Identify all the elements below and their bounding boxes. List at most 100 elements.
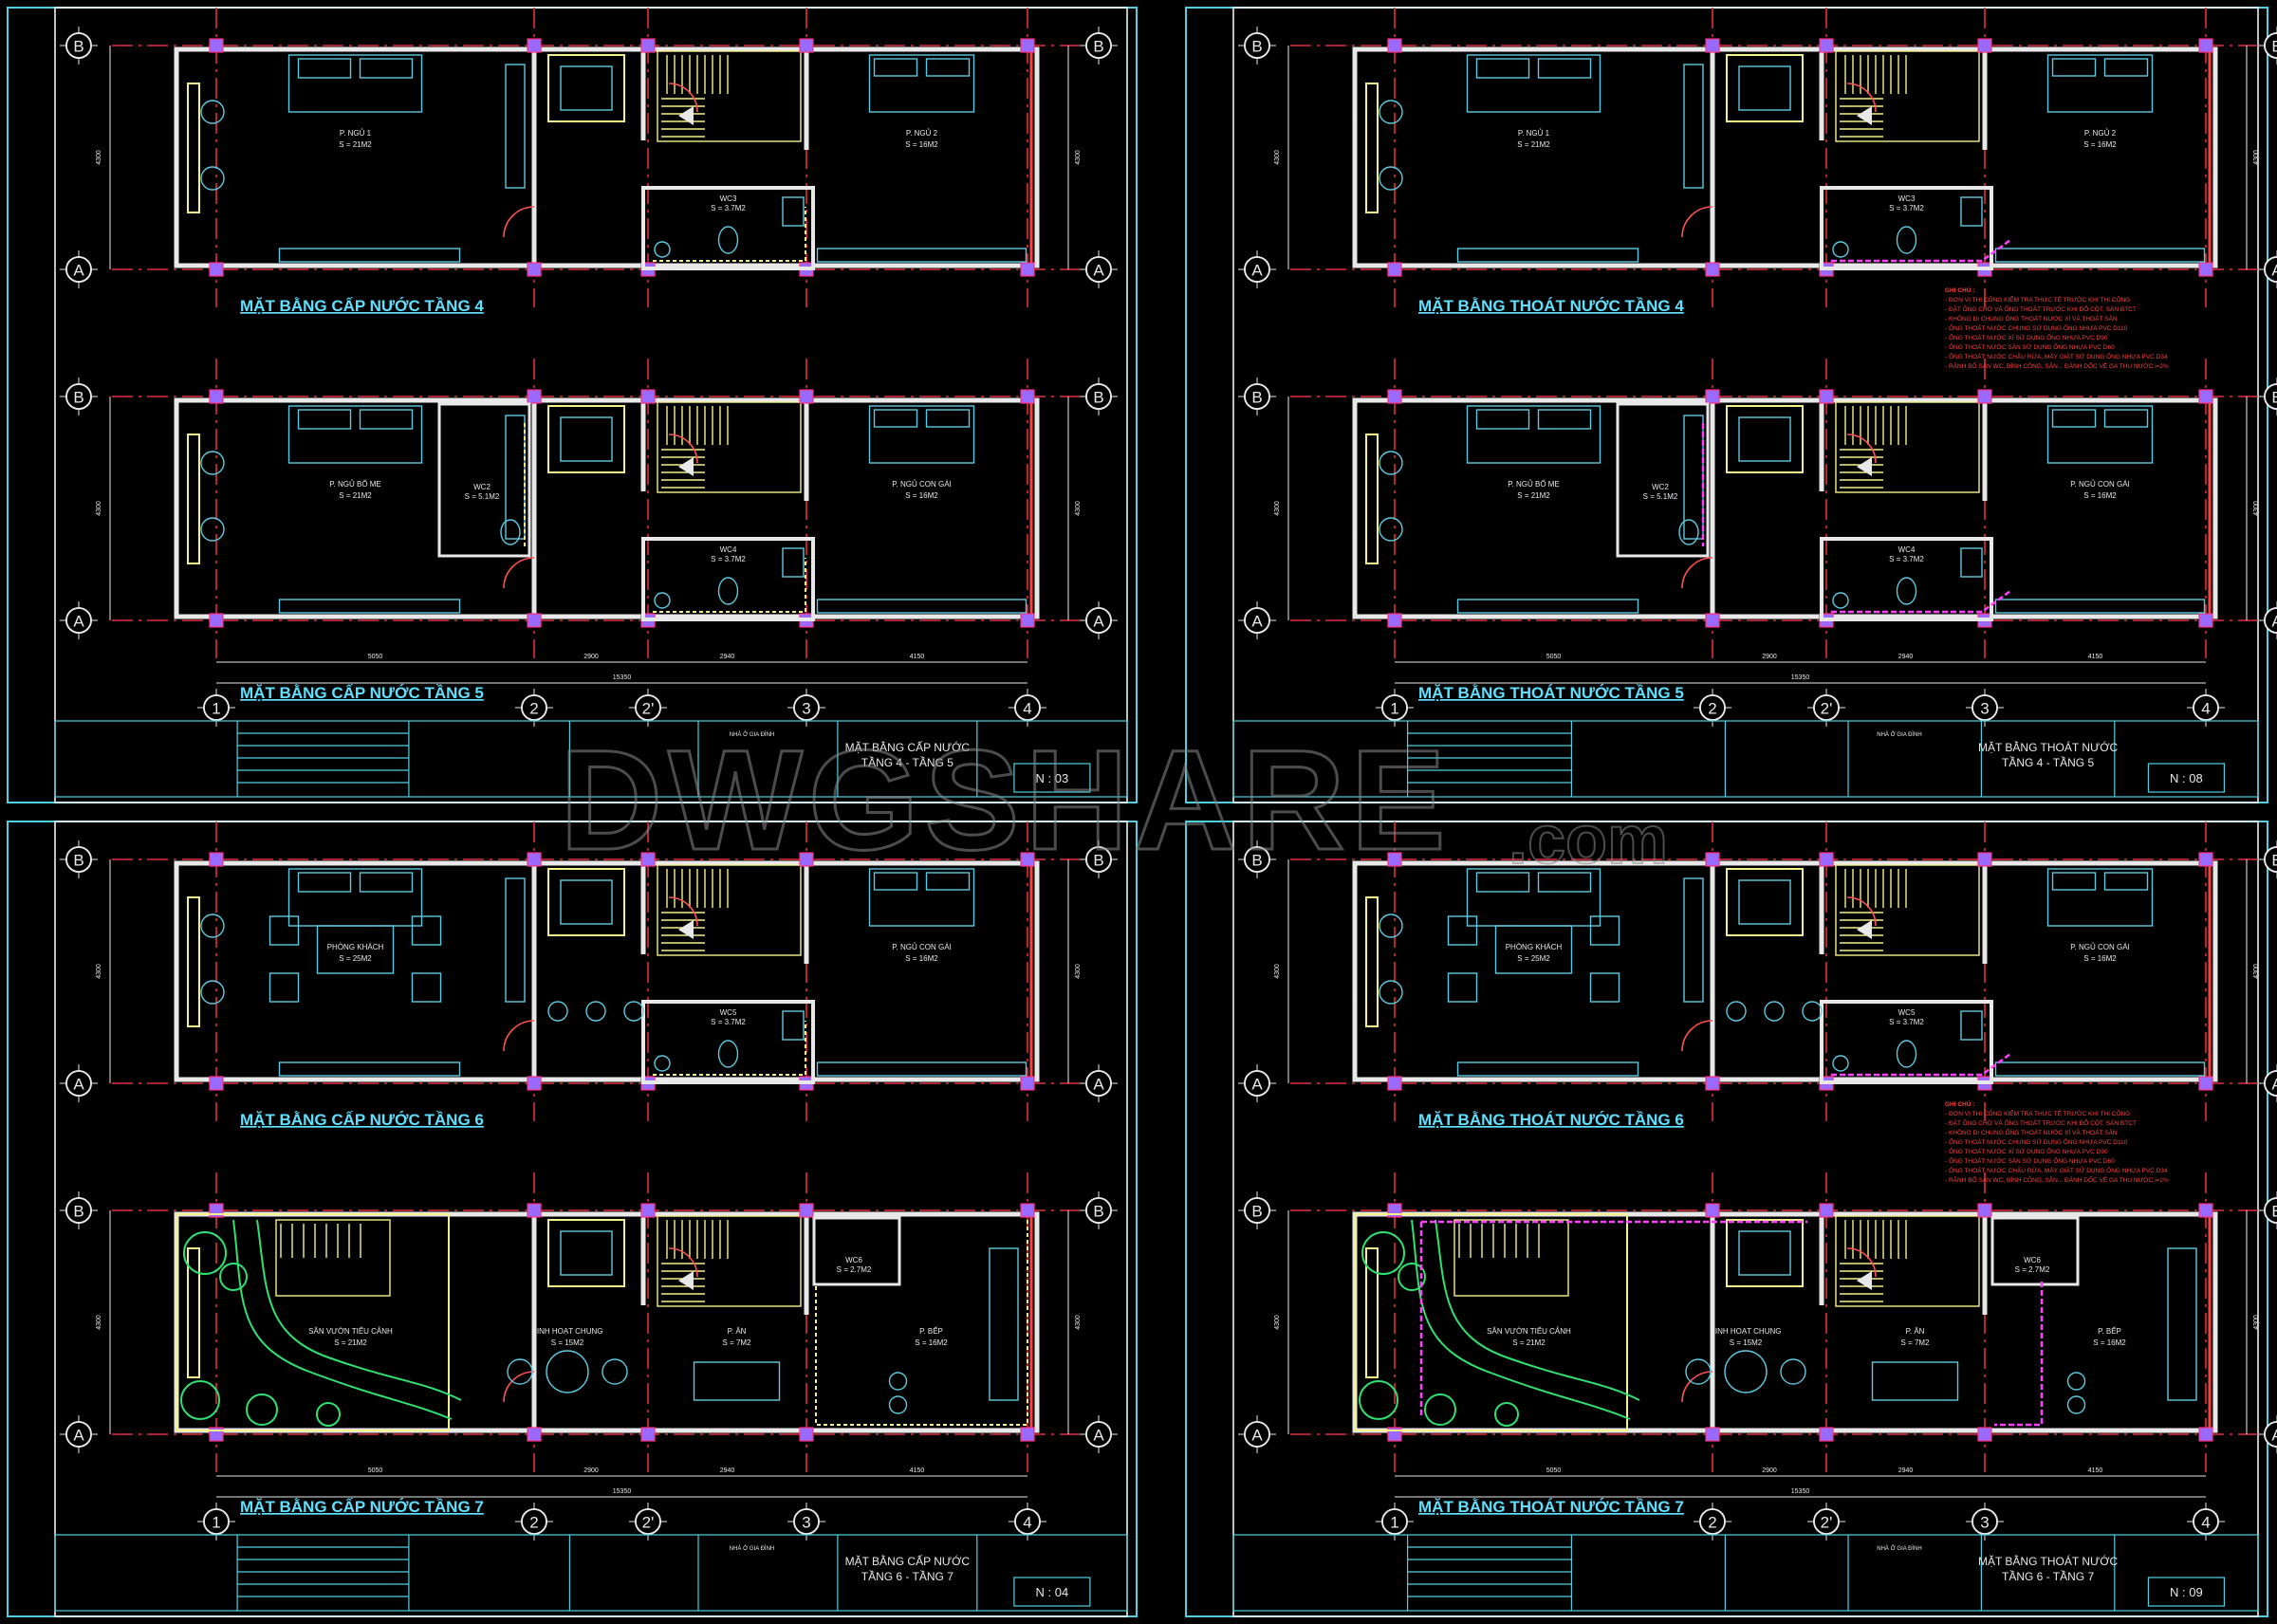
garden-stair	[1453, 1219, 1569, 1297]
column-marker	[1020, 1203, 1035, 1218]
chair	[200, 100, 225, 124]
plan-title-upper: MẶT BẰNG CẤP NƯỚC TẦNG 6	[240, 1111, 484, 1129]
wc-name: WC3	[720, 194, 737, 203]
floor-drain-icon	[654, 592, 671, 609]
round-seat	[602, 1358, 628, 1385]
column-marker	[1387, 613, 1402, 628]
room-name: P. NGỦ 1	[1518, 129, 1550, 138]
elevator-cab	[1738, 65, 1791, 111]
grid-bubble-b-right-circle-top	[1085, 846, 1112, 873]
grid-bubble-a-left-circle-top	[65, 1421, 92, 1448]
staircase	[1835, 50, 1980, 142]
cabinet-bottom	[1994, 599, 2206, 614]
column-marker	[1020, 389, 1035, 404]
dim-height-text: 4300	[1274, 1315, 1281, 1330]
watermark-suffix: .com	[1509, 803, 1668, 878]
column-marker	[527, 262, 542, 277]
wc-name: WC5	[1898, 1008, 1916, 1017]
cabinet-bottom	[1456, 248, 1639, 263]
dim-height-text-right: 4300	[2253, 150, 2260, 165]
column-marker	[2198, 262, 2213, 277]
stair-arrow-icon	[678, 106, 694, 125]
drawing-title-line1: MẶT BẰNG THOÁT NƯỚC	[1978, 1554, 2119, 1568]
pillow	[1475, 872, 1530, 893]
wc-walls	[1820, 537, 1993, 621]
bed-furniture	[868, 868, 975, 927]
pillow	[2051, 58, 2097, 77]
dim-height-text: 4300	[96, 501, 102, 516]
grid-bubble-a-right-label: A	[1093, 262, 1104, 280]
shrub-icon	[1494, 1402, 1519, 1427]
wc-area: S = 2.7M2	[837, 1265, 872, 1274]
bed-furniture	[1466, 54, 1601, 113]
pillow	[1475, 58, 1530, 79]
project-name: NHÀ Ở GIA ĐÌNH	[730, 731, 774, 738]
grid-bubble-col-1-circle-top	[203, 1508, 230, 1535]
grid-bubble-col-4-circle-top	[1972, 694, 1998, 721]
door-swing	[1681, 206, 1713, 238]
room-area: S = 7M2	[1900, 1338, 1930, 1347]
grid-bubble-a-right-label: A	[1093, 613, 1104, 631]
wc-name: WC4	[1898, 545, 1916, 554]
wc-walls	[641, 537, 815, 621]
room-name: P. NGỦ CON GÁI	[892, 480, 952, 489]
exterior-wall	[174, 397, 1040, 619]
wc-area: S = 3.7M2	[711, 1018, 746, 1026]
grid-bubble-col-2-label: 2	[1708, 1514, 1716, 1532]
note-line: - ĐƠN VỊ THI CÔNG KIỂM TRA THỰC TẾ TRƯỚC…	[1945, 1108, 2130, 1117]
staircase	[657, 401, 802, 493]
column-marker	[2198, 852, 2213, 867]
pillow	[2103, 58, 2149, 77]
armchair	[1447, 915, 1478, 946]
column-marker	[527, 38, 542, 53]
stove-icon	[888, 1372, 908, 1391]
coffee-table	[1494, 925, 1573, 974]
grid-bubble-col-4-circle-top	[793, 694, 820, 721]
grid-bubble-col-3-circle-top	[635, 694, 661, 721]
room-name: P. BẾP	[919, 1326, 943, 1336]
room-area: S = 21M2	[334, 1338, 367, 1347]
grid-bubble-b-right-circle-top	[1085, 383, 1112, 410]
notes-title: GHI CHÚ :	[1945, 1099, 1974, 1108]
grid-bubble-col-2-circle-top	[521, 1508, 547, 1535]
grid-bubble-b-left-label: B	[1251, 389, 1262, 407]
supply-pipe	[653, 207, 806, 262]
drawing-title-line2: TẦNG 4 - TẦNG 5	[861, 755, 953, 769]
grid-bubble-col-2-circle-top	[1699, 1508, 1726, 1535]
note-line: - RÃNH BỐ SÀN WC, BÌNH CÔNG, SÂN... ĐÁNH…	[1945, 360, 2169, 370]
dim-text: 2940	[720, 654, 735, 660]
column-marker	[527, 852, 542, 867]
note-line: - ỐNG THOÁT NƯỚC SÀN SỬ DỤNG ỐNG NHỰA PV…	[1945, 1155, 2115, 1165]
stair-arrow-icon	[678, 920, 694, 939]
wc-area: S = 5.1M2	[1643, 492, 1678, 501]
dim-text: 2900	[583, 1467, 599, 1474]
room-area: S = 21M2	[1517, 491, 1550, 500]
bar-stool	[1802, 1001, 1823, 1022]
window-left	[187, 896, 200, 1027]
door-swing	[1681, 1020, 1713, 1052]
room-area: S = 16M2	[2083, 491, 2117, 500]
cabinet-bottom	[278, 599, 461, 614]
grid-bubble-col-3-label: 2'	[1821, 1514, 1833, 1532]
dim-text: 2940	[1898, 1467, 1914, 1474]
garden-path	[232, 1219, 453, 1420]
armchair	[411, 972, 442, 1003]
column-marker	[1020, 38, 1035, 53]
wc-area: S = 3.7M2	[711, 555, 746, 563]
dining-table	[1871, 1361, 1959, 1401]
round-seat	[507, 1358, 533, 1385]
pillow	[359, 872, 414, 893]
column-marker	[1819, 852, 1834, 867]
column-marker	[527, 1427, 542, 1442]
room-area: S = 16M2	[905, 491, 938, 500]
drawing-title-line2: TẦNG 6 - TẦNG 7	[861, 1569, 953, 1583]
window-left	[1365, 1247, 1379, 1378]
column-marker	[1020, 1076, 1035, 1091]
dim-height-text: 4300	[96, 964, 102, 979]
plan-title-upper: MẶT BẰNG THOÁT NƯỚC TẦNG 6	[1418, 1111, 1684, 1129]
room-name: PHÒNG KHÁCH	[1506, 943, 1563, 951]
grid-bubble-b-right-circle-top	[2264, 1197, 2277, 1224]
sheet-number: N : 04	[1036, 1585, 1069, 1599]
